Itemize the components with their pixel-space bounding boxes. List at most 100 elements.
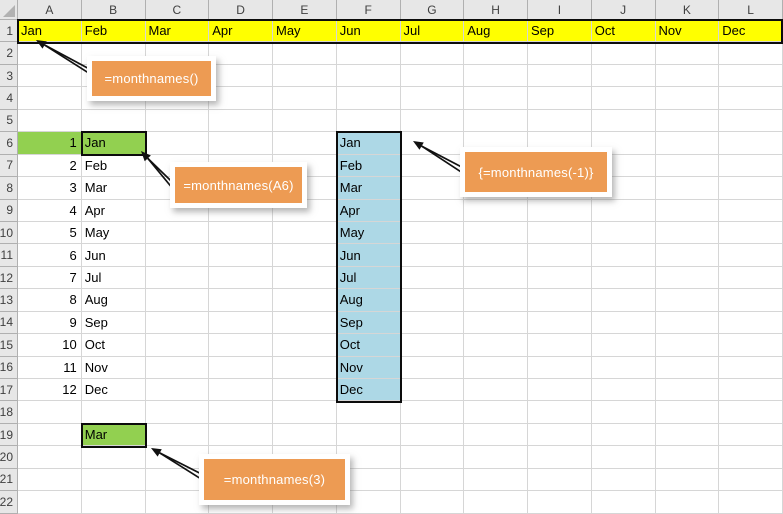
cell-B20[interactable] xyxy=(81,446,146,469)
cell-C5[interactable] xyxy=(145,109,210,133)
cell-L14[interactable] xyxy=(719,311,783,335)
cell-F5[interactable] xyxy=(336,109,401,133)
cell-L7[interactable] xyxy=(719,154,783,178)
column-header-L[interactable]: L xyxy=(719,0,783,20)
cell-J10[interactable] xyxy=(591,221,656,245)
cell-K21[interactable] xyxy=(655,468,720,492)
column-header-H[interactable]: H xyxy=(464,0,528,20)
cell-J14[interactable] xyxy=(591,311,656,335)
cell-J22[interactable] xyxy=(591,491,656,514)
row-header-3[interactable]: 3 xyxy=(0,64,18,88)
row-header-1[interactable]: 1 xyxy=(0,20,18,43)
cell-A9[interactable]: 4 xyxy=(18,199,82,222)
row-header-16[interactable]: 16 xyxy=(0,356,18,379)
cell-I19[interactable] xyxy=(528,423,592,447)
cell-L20[interactable] xyxy=(719,446,783,469)
cell-L17[interactable] xyxy=(719,379,783,402)
cell-J3[interactable] xyxy=(591,64,656,88)
cell-B19[interactable]: Mar xyxy=(81,423,146,447)
cell-A7[interactable]: 2 xyxy=(18,154,82,178)
cell-C18[interactable] xyxy=(145,401,210,424)
cell-G13[interactable] xyxy=(400,289,465,312)
cell-K16[interactable] xyxy=(655,356,720,379)
row-header-21[interactable]: 21 xyxy=(0,468,18,492)
cell-F19[interactable] xyxy=(336,423,401,447)
cell-J9[interactable] xyxy=(591,199,656,222)
cell-B7[interactable]: Feb xyxy=(81,154,146,178)
cell-J18[interactable] xyxy=(591,401,656,424)
cell-G8[interactable] xyxy=(400,177,465,200)
cell-G12[interactable] xyxy=(400,266,465,290)
cell-L1[interactable]: Dec xyxy=(719,20,783,43)
row-header-13[interactable]: 13 xyxy=(0,289,18,312)
cell-I14[interactable] xyxy=(528,311,592,335)
cell-D11[interactable] xyxy=(209,244,273,267)
cell-F3[interactable] xyxy=(336,64,401,88)
column-header-G[interactable]: G xyxy=(400,0,465,20)
cell-F2[interactable] xyxy=(336,42,401,65)
cell-J15[interactable] xyxy=(591,334,656,357)
cell-H10[interactable] xyxy=(464,221,528,245)
cell-H16[interactable] xyxy=(464,356,528,379)
cell-G9[interactable] xyxy=(400,199,465,222)
cell-H3[interactable] xyxy=(464,64,528,88)
cell-G7[interactable] xyxy=(400,154,465,178)
cell-B6[interactable]: Jan xyxy=(81,132,146,155)
cell-C16[interactable] xyxy=(145,356,210,379)
cell-D19[interactable] xyxy=(209,423,273,447)
cell-K6[interactable] xyxy=(655,132,720,155)
cell-C12[interactable] xyxy=(145,266,210,290)
cell-G20[interactable] xyxy=(400,446,465,469)
cell-F16[interactable]: Nov xyxy=(336,356,401,379)
cell-D14[interactable] xyxy=(209,311,273,335)
cell-L8[interactable] xyxy=(719,177,783,200)
cell-J11[interactable] xyxy=(591,244,656,267)
cell-H5[interactable] xyxy=(464,109,528,133)
cell-D15[interactable] xyxy=(209,334,273,357)
cell-H20[interactable] xyxy=(464,446,528,469)
row-header-19[interactable]: 19 xyxy=(0,423,18,447)
column-header-A[interactable]: A xyxy=(18,0,82,20)
cell-A11[interactable]: 6 xyxy=(18,244,82,267)
cell-B22[interactable] xyxy=(81,491,146,514)
cell-J16[interactable] xyxy=(591,356,656,379)
column-header-K[interactable]: K xyxy=(655,0,720,20)
cell-F18[interactable] xyxy=(336,401,401,424)
cell-G21[interactable] xyxy=(400,468,465,492)
cell-F8[interactable]: Mar xyxy=(336,177,401,200)
select-all-button[interactable] xyxy=(0,0,18,20)
cell-K14[interactable] xyxy=(655,311,720,335)
column-header-C[interactable]: C xyxy=(145,0,210,20)
row-header-15[interactable]: 15 xyxy=(0,334,18,357)
cell-F20[interactable] xyxy=(336,446,401,469)
row-header-20[interactable]: 20 xyxy=(0,446,18,469)
row-header-22[interactable]: 22 xyxy=(0,491,18,514)
cell-H9[interactable] xyxy=(464,199,528,222)
cell-A19[interactable] xyxy=(18,423,82,447)
cell-J12[interactable] xyxy=(591,266,656,290)
cell-D18[interactable] xyxy=(209,401,273,424)
cell-B16[interactable]: Nov xyxy=(81,356,146,379)
cell-D4[interactable] xyxy=(209,87,273,110)
cell-I17[interactable] xyxy=(528,379,592,402)
cell-I4[interactable] xyxy=(528,87,592,110)
cell-G10[interactable] xyxy=(400,221,465,245)
cell-H11[interactable] xyxy=(464,244,528,267)
cell-A8[interactable]: 3 xyxy=(18,177,82,200)
cell-K15[interactable] xyxy=(655,334,720,357)
cell-K11[interactable] xyxy=(655,244,720,267)
cell-F13[interactable]: Aug xyxy=(336,289,401,312)
row-header-9[interactable]: 9 xyxy=(0,199,18,222)
cell-L22[interactable] xyxy=(719,491,783,514)
cell-F7[interactable]: Feb xyxy=(336,154,401,178)
cell-A4[interactable] xyxy=(18,87,82,110)
cell-H22[interactable] xyxy=(464,491,528,514)
cell-E19[interactable] xyxy=(273,423,337,447)
cell-C1[interactable]: Mar xyxy=(145,20,210,43)
cell-L6[interactable] xyxy=(719,132,783,155)
cell-I15[interactable] xyxy=(528,334,592,357)
cell-F14[interactable]: Sep xyxy=(336,311,401,335)
cell-A10[interactable]: 5 xyxy=(18,221,82,245)
cell-B14[interactable]: Sep xyxy=(81,311,146,335)
cell-F22[interactable] xyxy=(336,491,401,514)
